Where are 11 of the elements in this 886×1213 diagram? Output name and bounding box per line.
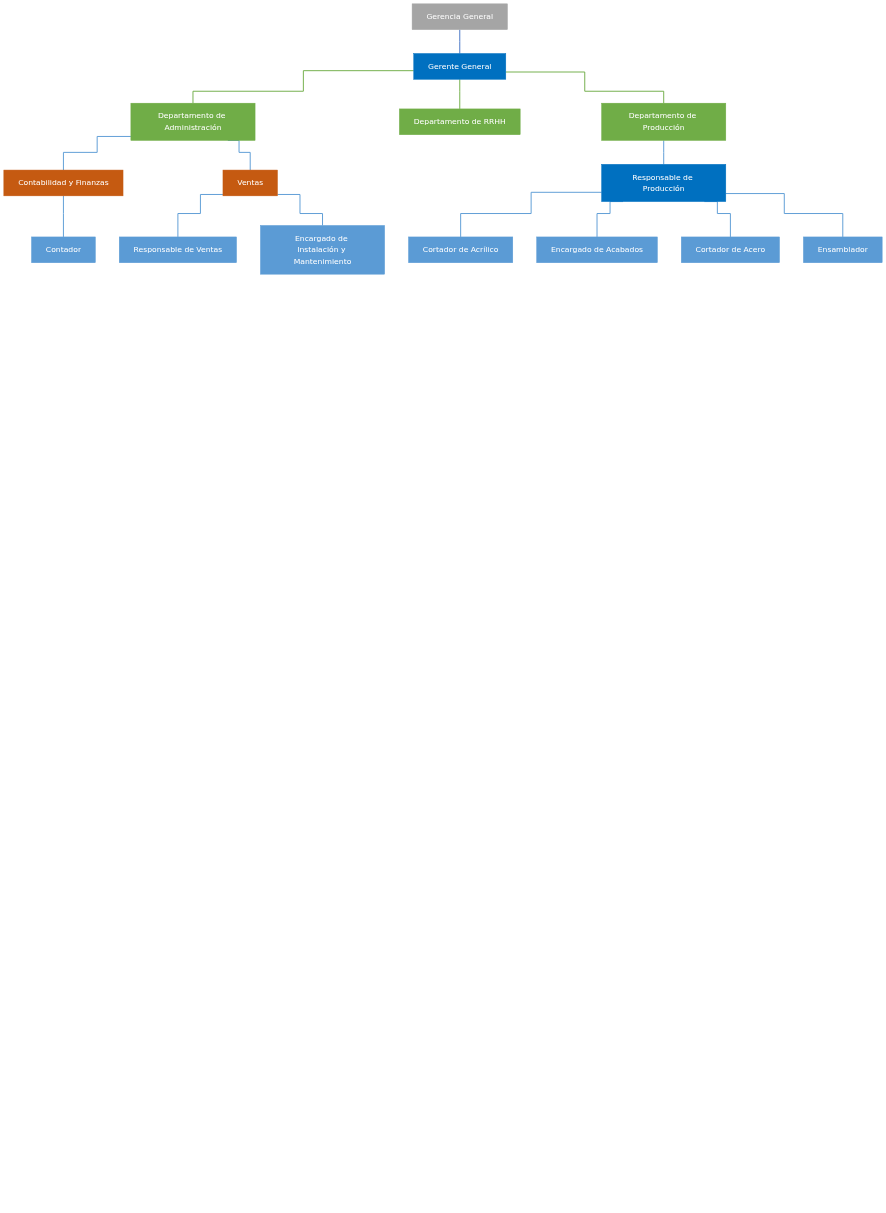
connector	[277, 194, 323, 226]
connector	[663, 139, 665, 165]
connector	[192, 70, 415, 104]
connector	[725, 193, 844, 238]
connector	[505, 71, 665, 104]
connector	[62, 195, 64, 238]
connector	[460, 191, 603, 238]
connector	[459, 78, 461, 110]
connector	[62, 136, 132, 171]
connector	[177, 194, 224, 238]
connector	[459, 29, 461, 54]
